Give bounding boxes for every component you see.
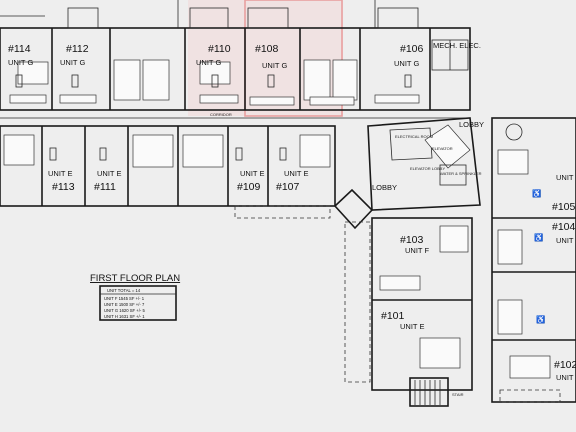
mech-elec-label: MECH. ELEC. [433, 41, 481, 50]
accessible-icon: ♿ [532, 189, 541, 198]
unit-number: #109 [237, 181, 261, 193]
table-header: UNIT TOTAL = 14 [107, 288, 141, 293]
unit-type: UNIT E [400, 322, 424, 331]
unit-number: #104 [552, 221, 576, 233]
corridor-label: CORRIDOR [210, 112, 232, 117]
unit-number: #110 [208, 43, 231, 55]
elevator-lobby-label: ELEVATOR LOBBY [410, 166, 445, 171]
table-row: UNIT F 1545 SF +/- 1 [104, 296, 145, 301]
water-sprinkler-label: WATER & SPRINKLER [440, 171, 482, 176]
unit-type: UNIT G [60, 58, 85, 67]
stair-label: STAIR [452, 392, 464, 397]
table-row: UNIT G 1620 SF +/- 5 [104, 308, 145, 313]
unit-type: UNIT H [556, 236, 576, 245]
electrical-room-label: ELECTRICAL ROOM [395, 134, 433, 139]
table-row: UNIT E 1500 SF +/- 7 [104, 302, 145, 307]
table-row: UNIT H 1631 SF +/- 1 [104, 314, 145, 319]
unit-number: #114 [8, 43, 31, 55]
top-wing [0, 0, 471, 111]
unit-type: UNIT G [196, 58, 221, 67]
unit-number: #103 [400, 234, 424, 246]
middle-wing [0, 125, 374, 230]
unit-number: #107 [276, 181, 300, 193]
plan-title: FIRST FLOOR PLAN [90, 273, 180, 284]
center-units: STAIR #103 UNIT F #101 UNIT E [371, 217, 473, 407]
unit-type: UNIT H [556, 373, 576, 382]
unit-number: #101 [381, 310, 405, 322]
unit-number: #102 [554, 359, 576, 371]
right-wing: #105 UNIT H #104 UNIT H #102 UNIT H ♿ ♿ … [491, 117, 576, 403]
unit-type: UNIT E [284, 169, 308, 178]
top-unit-labels: #114 UNIT G #112 UNIT G #110 UNIT G #108… [8, 41, 481, 70]
middle-unit-labels: #113 UNIT E #111 UNIT E #109 UNIT E #107… [48, 169, 308, 193]
lobby-label: LOBBY [372, 183, 397, 192]
lobby-core: LOBBY LOBBY ELECTRICAL ROOM ELEVATOR LOB… [367, 117, 484, 211]
unit-type: UNIT E [48, 169, 72, 178]
unit-type: UNIT G [8, 58, 33, 67]
unit-type: UNIT E [240, 169, 264, 178]
unit-type: UNIT E [97, 169, 121, 178]
unit-number: #106 [400, 43, 424, 55]
unit-number: #112 [66, 43, 89, 55]
accessible-icon: ♿ [534, 233, 543, 242]
elevator-label: ELEVATOR [432, 146, 453, 151]
unit-type: UNIT G [262, 61, 287, 70]
plan-legend: FIRST FLOOR PLAN UNIT TOTAL = 14 UNIT F … [90, 273, 180, 321]
unit-number: #105 [552, 201, 576, 213]
unit-type: UNIT F [405, 246, 429, 255]
unit-type: UNIT H [556, 173, 576, 182]
unit-number: #111 [94, 181, 116, 193]
unit-number: #108 [255, 43, 279, 55]
accessible-icon: ♿ [536, 315, 545, 324]
unit-number: #113 [52, 181, 75, 193]
unit-type: UNIT G [394, 59, 419, 68]
lobby-top-label: LOBBY [459, 120, 484, 129]
